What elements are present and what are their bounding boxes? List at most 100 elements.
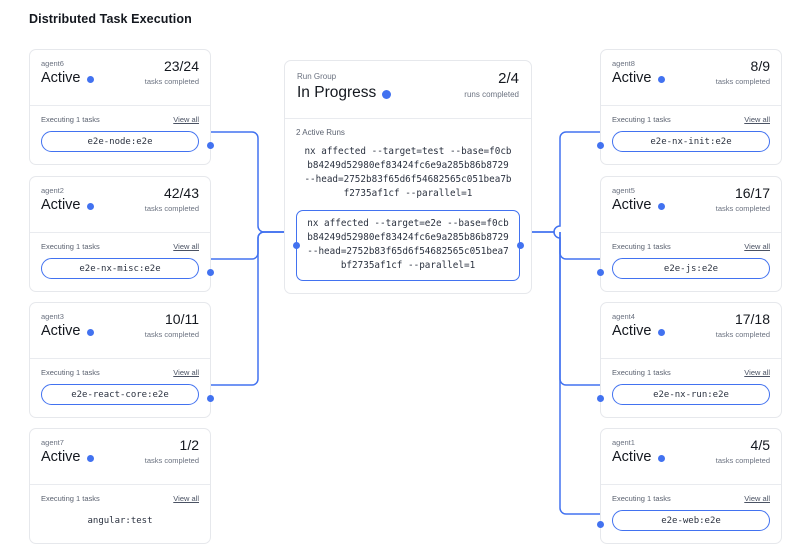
page-title: Distributed Task Execution — [29, 12, 192, 26]
agent-task-count-label: tasks completed — [715, 330, 770, 339]
agent-task-count: 42/43 — [163, 185, 199, 201]
status-dot-icon — [86, 329, 94, 336]
connector-node-icon — [597, 395, 604, 402]
run-group-body: 2 Active Runs nx affected --target=test … — [285, 119, 531, 293]
agent-status-label: Active — [41, 323, 81, 339]
agent-card-header: agent8 Active 8/9 tasks completed — [601, 50, 781, 105]
view-all-link[interactable]: View all — [744, 115, 770, 124]
view-all-link[interactable]: View all — [744, 368, 770, 377]
connector-node-icon — [207, 269, 214, 276]
agent-card-header: agent7 Active 1/2 tasks completed — [30, 429, 210, 484]
agent-card[interactable]: agent8 Active 8/9 tasks completed Execut… — [597, 49, 782, 165]
agent-status-label: Active — [612, 323, 652, 339]
agent-card-body: Executing 1 tasks View all e2e-js:e2e — [597, 233, 781, 291]
agent-name: agent2 — [41, 186, 64, 195]
divider — [601, 484, 781, 485]
run-command-highlighted[interactable]: nx affected --target=e2e --base=f0cbb842… — [292, 210, 524, 281]
agent-status-label: Active — [41, 197, 81, 213]
active-runs-label: 2 Active Runs — [296, 128, 345, 137]
task-pill[interactable]: e2e-react-core:e2e — [41, 384, 199, 405]
agent-name: agent5 — [612, 186, 635, 195]
agent-name: agent3 — [41, 312, 64, 321]
task-pill[interactable]: e2e-nx-run:e2e — [612, 384, 770, 405]
executing-label: Executing 1 tasks — [612, 115, 671, 124]
agent-task-count-label: tasks completed — [144, 77, 199, 86]
view-all-link[interactable]: View all — [744, 494, 770, 503]
status-dot-icon — [657, 203, 665, 210]
agent-card[interactable]: agent7 Active 1/2 tasks completed Execut… — [29, 428, 211, 544]
status-dot-icon — [86, 76, 94, 83]
agent-card[interactable]: agent3 Active 10/11 tasks completed Exec… — [29, 302, 214, 418]
divider — [285, 118, 531, 119]
agent-task-count: 10/11 — [165, 311, 199, 327]
agent-card-header: agent2 Active 42/43 tasks completed — [30, 177, 210, 232]
connector-node-icon — [516, 242, 524, 249]
task-pill[interactable]: e2e-node:e2e — [41, 131, 199, 152]
agent-task-count: 8/9 — [750, 58, 770, 74]
run-group-kicker: Run Group — [297, 72, 337, 81]
agent-card[interactable]: agent6 Active 23/24 tasks completed Exec… — [29, 49, 214, 165]
run-group-count: 2/4 — [498, 70, 519, 87]
agent-task-count: 16/17 — [734, 185, 770, 201]
divider — [601, 232, 781, 233]
agent-status-label: Active — [612, 197, 652, 213]
executing-label: Executing 1 tasks — [612, 242, 671, 251]
divider — [30, 484, 210, 485]
view-all-link[interactable]: View all — [173, 494, 199, 503]
agent-card-header: agent3 Active 10/11 tasks completed — [30, 303, 210, 358]
run-command[interactable]: nx affected --target=test --base=f0cbb84… — [304, 146, 512, 199]
agent-status: Active — [41, 197, 199, 214]
agent-card[interactable]: agent4 Active 17/18 tasks completed Exec… — [597, 302, 782, 418]
connector-node-icon — [597, 269, 604, 276]
executing-label: Executing 1 tasks — [41, 368, 100, 377]
executing-label: Executing 1 tasks — [612, 494, 671, 503]
agent-status: Active — [41, 323, 199, 340]
agent-card-header: agent5 Active 16/17 tasks completed — [601, 177, 781, 232]
agent-status: Active — [41, 449, 199, 466]
agent-name: agent1 — [612, 438, 635, 447]
executing-label: Executing 1 tasks — [41, 115, 100, 124]
agent-card-body: Executing 1 tasks View all e2e-nx-misc:e… — [30, 233, 214, 291]
divider — [601, 358, 781, 359]
status-dot-icon — [86, 203, 94, 210]
status-dot-icon — [657, 329, 665, 336]
view-all-link[interactable]: View all — [744, 242, 770, 251]
agent-status-label: Active — [41, 70, 81, 86]
connector-node-icon — [597, 521, 604, 528]
view-all-link[interactable]: View all — [173, 115, 199, 124]
agent-task-count-label: tasks completed — [715, 456, 770, 465]
connector-node-icon — [292, 242, 300, 249]
executing-label: Executing 1 tasks — [41, 494, 100, 503]
view-all-link[interactable]: View all — [173, 368, 199, 377]
agent-card-body: Executing 1 tasks View all e2e-nx-run:e2… — [597, 359, 781, 417]
divider — [30, 105, 210, 106]
agent-card-body: Executing 1 tasks View all e2e-node:e2e — [30, 106, 214, 164]
divider — [30, 232, 210, 233]
view-all-link[interactable]: View all — [173, 242, 199, 251]
task-pill[interactable]: e2e-nx-init:e2e — [612, 131, 770, 152]
agent-task-count-label: tasks completed — [144, 456, 199, 465]
run-command-text: nx affected --target=e2e --base=f0cbb842… — [307, 218, 509, 271]
status-dot-icon — [86, 455, 94, 462]
divider — [30, 358, 210, 359]
agent-card[interactable]: agent5 Active 16/17 tasks completed Exec… — [597, 176, 782, 292]
task-pill[interactable]: e2e-web:e2e — [612, 510, 770, 531]
task-label: angular:test — [87, 515, 153, 526]
agent-task-count: 23/24 — [163, 58, 199, 74]
agent-name: agent8 — [612, 59, 635, 68]
agent-card[interactable]: agent2 Active 42/43 tasks completed Exec… — [29, 176, 214, 292]
agent-task-count: 17/18 — [734, 311, 770, 327]
agent-name: agent7 — [41, 438, 64, 447]
connector-node-icon — [207, 142, 214, 149]
task-pill[interactable]: e2e-nx-misc:e2e — [41, 258, 199, 279]
agent-card-body: Executing 1 tasks View all e2e-web:e2e — [597, 485, 781, 543]
run-group-card[interactable]: Run Group In Progress 2/4 runs completed… — [284, 60, 532, 294]
agent-card-header: agent1 Active 4/5 tasks completed — [601, 429, 781, 484]
agent-name: agent6 — [41, 59, 64, 68]
task-pill[interactable]: e2e-js:e2e — [612, 258, 770, 279]
status-dot-icon — [657, 76, 665, 83]
agent-card[interactable]: agent1 Active 4/5 tasks completed Execut… — [597, 428, 782, 544]
agent-status-label: Active — [41, 449, 81, 465]
agent-task-count: 1/2 — [179, 437, 199, 453]
executing-label: Executing 1 tasks — [612, 368, 671, 377]
